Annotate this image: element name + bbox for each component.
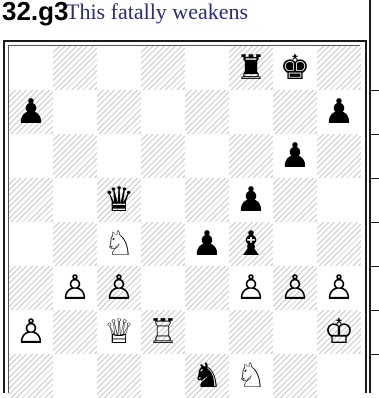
- white-pawn-icon[interactable]: ♙: [53, 266, 97, 310]
- square-a6[interactable]: [9, 134, 53, 178]
- panel-divider: [371, 310, 379, 311]
- square-b8[interactable]: [53, 46, 97, 90]
- square-e4[interactable]: ♟: [185, 222, 229, 266]
- panel-divider: [371, 134, 379, 135]
- square-h6[interactable]: [317, 134, 361, 178]
- square-h5[interactable]: [317, 178, 361, 222]
- square-a4[interactable]: [9, 222, 53, 266]
- white-pawn-icon[interactable]: ♙: [9, 310, 53, 354]
- chess-board: ♜♚♟♟♟♛♟♘♟♝♙♙♙♙♙♙♕♖♔♞♘: [8, 45, 360, 393]
- square-d3[interactable]: [141, 266, 185, 310]
- square-b3[interactable]: ♙: [53, 266, 97, 310]
- panel-divider: [371, 222, 379, 223]
- square-e2[interactable]: [185, 310, 229, 354]
- square-c3[interactable]: ♙: [97, 266, 141, 310]
- square-g2[interactable]: [273, 310, 317, 354]
- square-f4[interactable]: ♝: [229, 222, 273, 266]
- square-d8[interactable]: [141, 46, 185, 90]
- black-queen-icon[interactable]: ♛: [97, 178, 141, 222]
- square-d6[interactable]: [141, 134, 185, 178]
- move-comment: This fatally weakens: [66, 0, 248, 25]
- square-c2[interactable]: ♕: [97, 310, 141, 354]
- square-a2[interactable]: ♙: [9, 310, 53, 354]
- square-h1[interactable]: [317, 354, 361, 398]
- square-c7[interactable]: [97, 90, 141, 134]
- square-a5[interactable]: [9, 178, 53, 222]
- square-b7[interactable]: [53, 90, 97, 134]
- square-g4[interactable]: [273, 222, 317, 266]
- square-a3[interactable]: [9, 266, 53, 310]
- square-e3[interactable]: [185, 266, 229, 310]
- square-c6[interactable]: [97, 134, 141, 178]
- square-h4[interactable]: [317, 222, 361, 266]
- black-bishop-icon[interactable]: ♝: [229, 222, 273, 266]
- square-h2[interactable]: ♔: [317, 310, 361, 354]
- black-pawn-icon[interactable]: ♟: [229, 178, 273, 222]
- square-a8[interactable]: [9, 46, 53, 90]
- panel-divider: [371, 178, 379, 179]
- square-a1[interactable]: [9, 354, 53, 398]
- square-h8[interactable]: [317, 46, 361, 90]
- square-d2[interactable]: ♖: [141, 310, 185, 354]
- square-g8[interactable]: ♚: [273, 46, 317, 90]
- square-b1[interactable]: [53, 354, 97, 398]
- panel-divider: [371, 90, 379, 91]
- black-pawn-icon[interactable]: ♟: [317, 90, 361, 134]
- black-knight-icon[interactable]: ♞: [185, 354, 229, 398]
- square-h7[interactable]: ♟: [317, 90, 361, 134]
- square-d7[interactable]: [141, 90, 185, 134]
- square-g3[interactable]: ♙: [273, 266, 317, 310]
- square-b4[interactable]: [53, 222, 97, 266]
- white-knight-icon[interactable]: ♘: [97, 222, 141, 266]
- square-h3[interactable]: ♙: [317, 266, 361, 310]
- square-d4[interactable]: [141, 222, 185, 266]
- square-d5[interactable]: [141, 178, 185, 222]
- square-e1[interactable]: ♞: [185, 354, 229, 398]
- white-rook-icon[interactable]: ♖: [141, 310, 185, 354]
- black-king-icon[interactable]: ♚: [273, 46, 317, 90]
- square-e8[interactable]: [185, 46, 229, 90]
- square-e7[interactable]: [185, 90, 229, 134]
- square-b6[interactable]: [53, 134, 97, 178]
- square-g7[interactable]: [273, 90, 317, 134]
- move-notation: 32.g3: [2, 0, 69, 27]
- black-pawn-icon[interactable]: ♟: [273, 134, 317, 178]
- square-f1[interactable]: ♘: [229, 354, 273, 398]
- move-header: 32.g3 This fatally weakens: [0, 0, 379, 30]
- square-f7[interactable]: [229, 90, 273, 134]
- square-g6[interactable]: ♟: [273, 134, 317, 178]
- white-king-icon[interactable]: ♔: [317, 310, 361, 354]
- panel-divider: [371, 266, 379, 267]
- black-rook-icon[interactable]: ♜: [229, 46, 273, 90]
- white-pawn-icon[interactable]: ♙: [229, 266, 273, 310]
- square-e6[interactable]: [185, 134, 229, 178]
- square-e5[interactable]: [185, 178, 229, 222]
- white-pawn-icon[interactable]: ♙: [273, 266, 317, 310]
- black-pawn-icon[interactable]: ♟: [185, 222, 229, 266]
- panel-divider: [371, 354, 379, 355]
- white-knight-icon[interactable]: ♘: [229, 354, 273, 398]
- square-f6[interactable]: [229, 134, 273, 178]
- square-f2[interactable]: [229, 310, 273, 354]
- right-panel: [369, 0, 379, 393]
- white-pawn-icon[interactable]: ♙: [317, 266, 361, 310]
- square-b5[interactable]: [53, 178, 97, 222]
- square-f8[interactable]: ♜: [229, 46, 273, 90]
- square-c4[interactable]: ♘: [97, 222, 141, 266]
- square-c1[interactable]: [97, 354, 141, 398]
- square-a7[interactable]: ♟: [9, 90, 53, 134]
- white-queen-icon[interactable]: ♕: [97, 310, 141, 354]
- square-c5[interactable]: ♛: [97, 178, 141, 222]
- square-c8[interactable]: [97, 46, 141, 90]
- square-g1[interactable]: [273, 354, 317, 398]
- square-d1[interactable]: [141, 354, 185, 398]
- square-f5[interactable]: ♟: [229, 178, 273, 222]
- square-g5[interactable]: [273, 178, 317, 222]
- square-f3[interactable]: ♙: [229, 266, 273, 310]
- square-b2[interactable]: [53, 310, 97, 354]
- white-pawn-icon[interactable]: ♙: [97, 266, 141, 310]
- black-pawn-icon[interactable]: ♟: [9, 90, 53, 134]
